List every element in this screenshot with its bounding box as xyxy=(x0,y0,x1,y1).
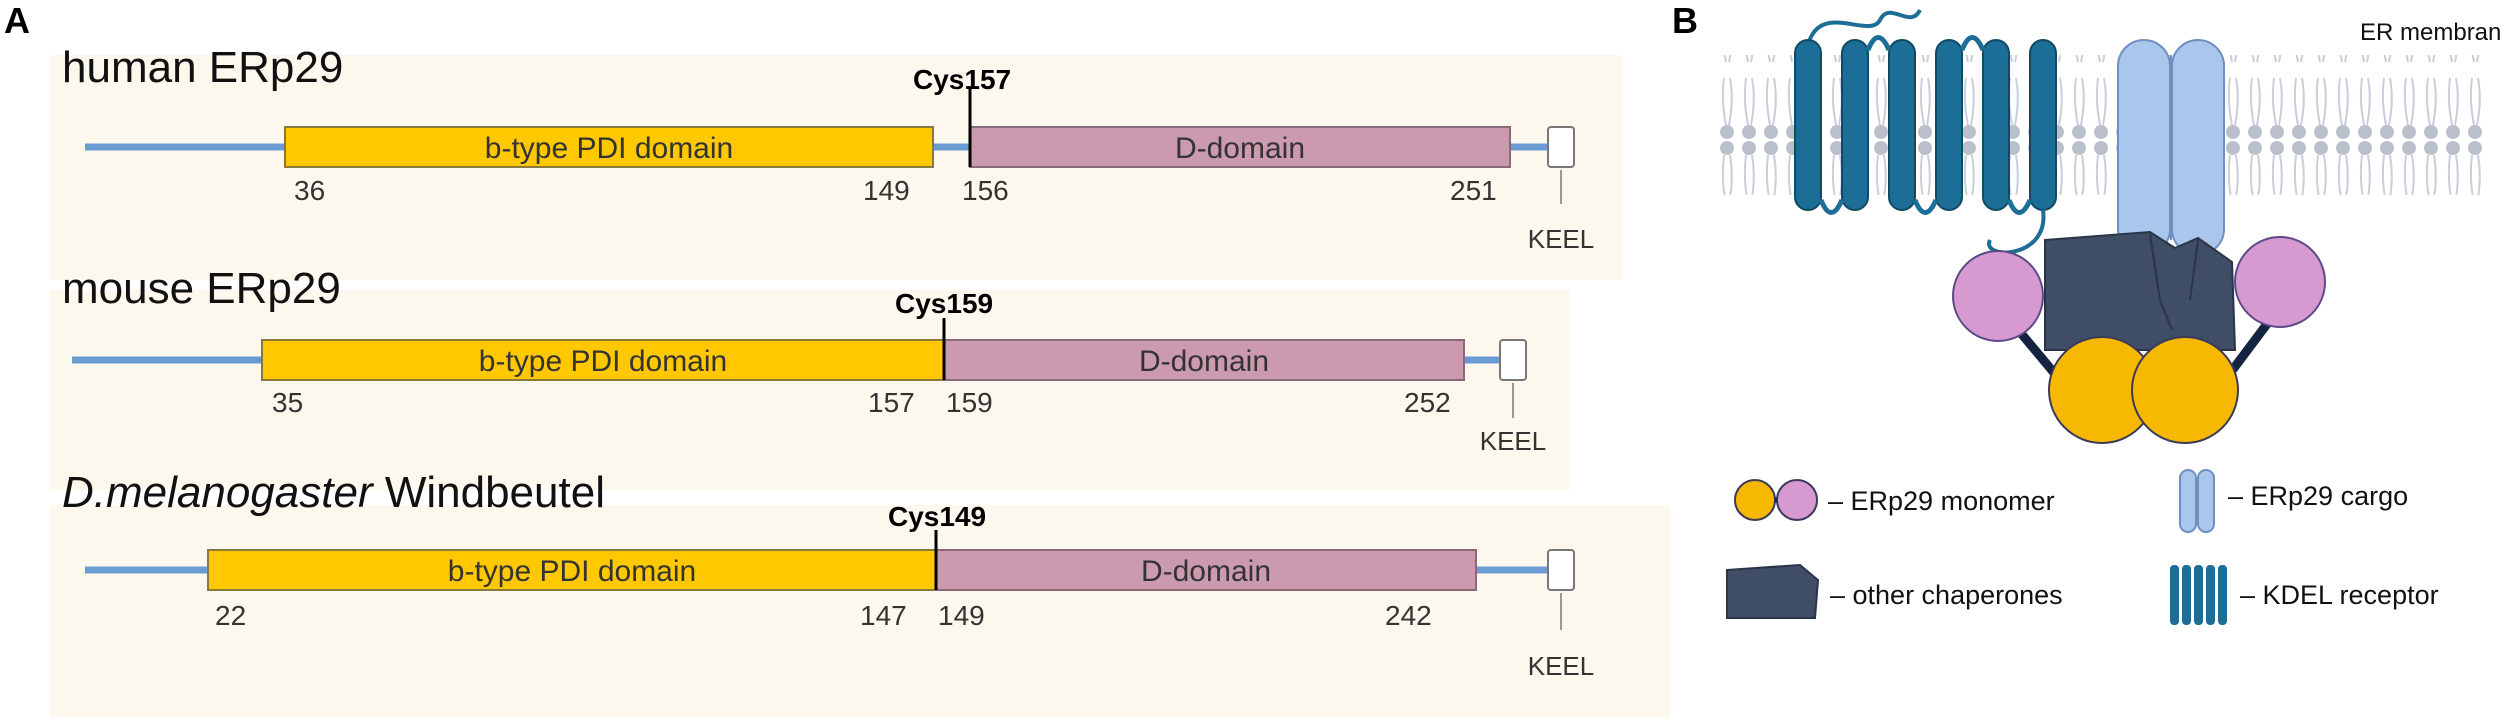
pink-monomer-icon xyxy=(1776,479,1818,521)
er-membrane-label: ER membrane xyxy=(2360,19,2500,46)
cargo-icon xyxy=(2179,469,2197,533)
residue-start: 36 xyxy=(294,175,325,206)
residue-d-end: 242 xyxy=(1385,600,1432,631)
mouse-erp29-diagram: mouse ERp29 b-type PDI domain D-domain C… xyxy=(50,264,1570,490)
kdel-receptor xyxy=(1794,8,2057,255)
pdi-domain xyxy=(284,126,934,168)
d-domain-label: D-domain xyxy=(1175,132,1305,165)
keel-box xyxy=(1547,549,1575,591)
legend-cargo-label: – ERp29 cargo xyxy=(2228,481,2408,511)
keel-label: KEEL xyxy=(1480,426,1547,456)
legend-kdel: – KDEL receptor xyxy=(2170,565,2439,625)
panel-background xyxy=(50,290,1570,490)
legend-chaperones: – other chaperones xyxy=(1726,563,2063,619)
er-schematic: ER membrane xyxy=(1718,8,2500,444)
cys-label: Cys149 xyxy=(888,501,986,532)
d-domain-label: D-domain xyxy=(1141,555,1271,588)
cys-label: Cys159 xyxy=(895,288,993,319)
erp29-monomer-pink xyxy=(2234,236,2326,328)
residue-start: 35 xyxy=(272,387,303,418)
residue-d-end: 251 xyxy=(1450,175,1497,206)
protein-title: human ERp29 xyxy=(62,43,343,92)
pdi-domain-label: b-type PDI domain xyxy=(479,345,727,378)
legend-chaperones-label: – other chaperones xyxy=(1830,580,2063,610)
d-domain xyxy=(969,126,1511,168)
residue-d-start: 149 xyxy=(938,600,985,631)
legend-monomer-label: – ERp29 monomer xyxy=(1828,486,2055,516)
residue-d-start: 159 xyxy=(946,387,993,418)
chaperone-outline xyxy=(2149,233,2199,331)
keel-box xyxy=(1499,339,1527,381)
panel-a-letter: A xyxy=(4,0,30,41)
human-erp29-diagram: human ERp29 b-type PDI domain D-domain C… xyxy=(50,43,1622,280)
residue-start: 22 xyxy=(215,600,246,631)
residue-pdi-end: 157 xyxy=(868,387,915,418)
residue-d-end: 252 xyxy=(1404,387,1451,418)
yellow-monomer-icon xyxy=(1734,479,1776,521)
kdel-receptor-icon xyxy=(2170,565,2179,625)
erp29-cargo xyxy=(2117,39,2225,256)
keel-label: KEEL xyxy=(1528,651,1595,681)
keel-label: KEEL xyxy=(1528,224,1595,254)
legend-kdel-label: – KDEL receptor xyxy=(2240,580,2439,610)
residue-d-start: 156 xyxy=(962,175,1009,206)
pdi-domain-label: b-type PDI domain xyxy=(448,555,696,588)
protein-title: mouse ERp29 xyxy=(62,264,341,313)
species-name: D.melanogaster xyxy=(62,468,375,517)
residue-pdi-end: 149 xyxy=(863,175,910,206)
pdi-domain xyxy=(207,549,937,591)
keel-box xyxy=(1547,126,1575,168)
legend-monomer: – ERp29 monomer xyxy=(1734,479,2055,521)
panel-b-letter: B xyxy=(1672,0,1698,41)
panel-background xyxy=(50,505,1670,717)
protein-name: Windbeutel xyxy=(373,468,605,517)
legend-cargo: – ERp29 cargo xyxy=(2179,469,2408,533)
er-membrane xyxy=(1718,55,2488,195)
legend: – ERp29 monomer – other chaperones – ERp… xyxy=(1726,469,2439,625)
erp29-monomer-pink xyxy=(1952,250,2044,342)
protein-title: D.melanogaster Windbeutel xyxy=(62,468,605,517)
erp29-monomer-yellow xyxy=(2131,336,2239,444)
chaperone-complex xyxy=(2044,230,2237,351)
pdi-domain xyxy=(261,339,945,381)
residue-pdi-end: 147 xyxy=(860,600,907,631)
d-domain-label: D-domain xyxy=(1139,345,1269,378)
chaperone-icon xyxy=(1726,563,1820,619)
pdi-domain-label: b-type PDI domain xyxy=(485,132,733,165)
fly-windbeutel-diagram: D.melanogaster Windbeutel b-type PDI dom… xyxy=(50,468,1670,717)
cys-label: Cys157 xyxy=(913,64,1011,95)
